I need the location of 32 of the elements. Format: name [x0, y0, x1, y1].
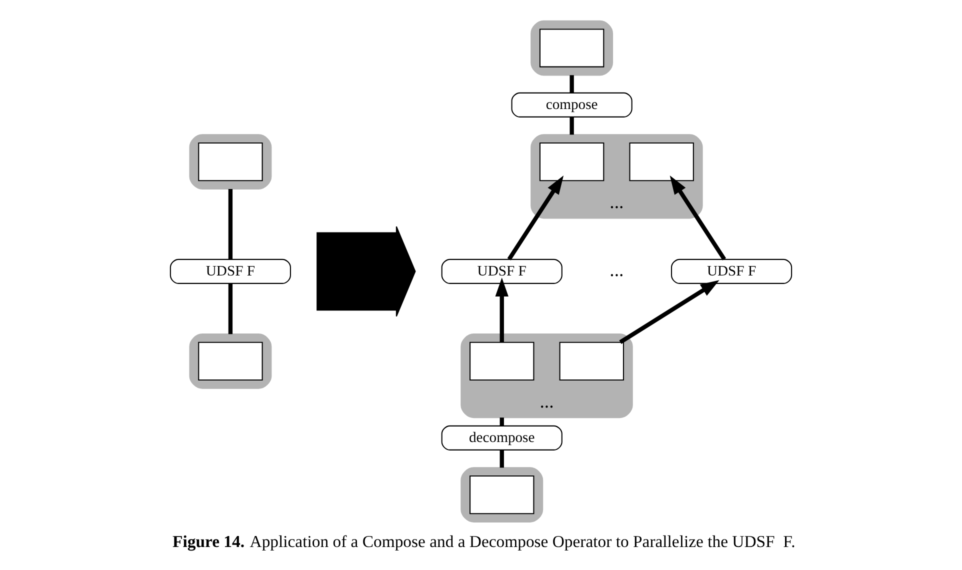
caption: Figure 14. Application of a Compose and a Decompose Operator to Parallelize the UDSF F.: [172, 532, 796, 551]
node-box: UDSF F: [670, 258, 792, 284]
cluster: ...: [460, 334, 633, 418]
node-box: decompose: [441, 425, 562, 450]
node-box: [629, 142, 694, 182]
cluster: [189, 134, 272, 190]
node-box: UDSF F: [170, 258, 292, 284]
node-box: [559, 342, 624, 381]
node-box: [198, 342, 263, 381]
node-box: UDSF F: [441, 258, 562, 284]
connector: [570, 117, 574, 135]
node-box: compose: [511, 92, 632, 118]
cluster: [189, 334, 272, 389]
node-box: [470, 342, 534, 381]
node-box: [470, 476, 534, 514]
cluster: [460, 467, 544, 522]
node-arrow: [316, 226, 416, 317]
node-box: [539, 28, 604, 68]
node-box: [198, 142, 263, 182]
arrow: [507, 176, 564, 260]
label: ...: [610, 260, 624, 282]
cluster: ...: [530, 134, 703, 219]
connector: [500, 418, 504, 426]
connector: [228, 284, 233, 334]
cluster: [530, 20, 614, 76]
connector: [570, 75, 574, 93]
connector: [500, 450, 504, 468]
connector: [228, 188, 233, 260]
node-box: [539, 142, 604, 182]
arrow: [670, 176, 726, 260]
arrow: [495, 278, 508, 342]
arrow: [619, 280, 720, 344]
